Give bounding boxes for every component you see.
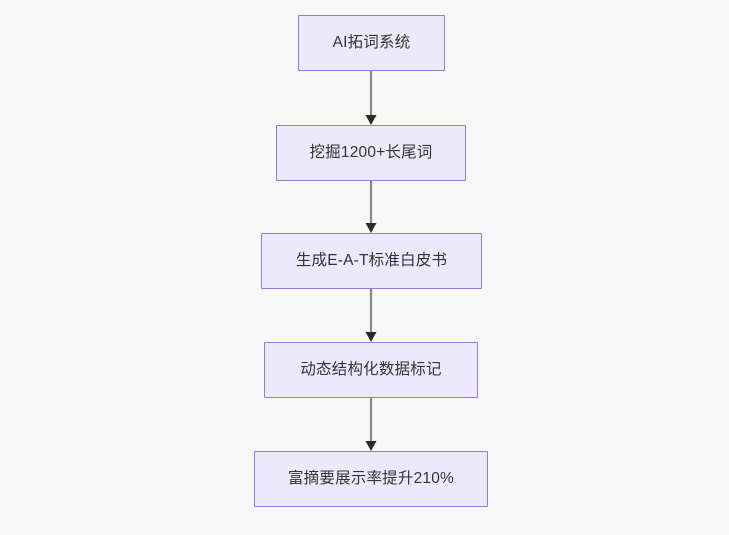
flow-node-rich-snippet-impression-lift[interactable]: 富摘要展示率提升210%: [254, 451, 488, 507]
edge-node2-to-node3: [365, 181, 377, 233]
edge-arrowhead: [365, 332, 377, 342]
flow-node-label: AI拓词系统: [332, 33, 411, 51]
flow-node-label: 富摘要展示率提升210%: [287, 469, 455, 487]
flow-node-label: 挖掘1200+长尾词: [309, 143, 433, 161]
edge-node3-to-node4: [365, 289, 377, 342]
edge-arrowhead: [365, 115, 377, 125]
flow-node-ai-keyword-expansion-system[interactable]: AI拓词系统: [298, 15, 445, 71]
edge-arrowhead: [365, 223, 377, 233]
flow-node-label: 动态结构化数据标记: [300, 360, 442, 378]
flow-node-label: 生成E-A-T标准白皮书: [295, 251, 448, 269]
edge-node1-to-node2: [365, 71, 377, 125]
flow-node-dynamic-structured-data-markup[interactable]: 动态结构化数据标记: [264, 342, 478, 398]
edge-node4-to-node5: [365, 398, 377, 451]
edge-arrowhead: [365, 441, 377, 451]
flow-node-generate-eat-whitepaper[interactable]: 生成E-A-T标准白皮书: [261, 233, 482, 289]
flow-node-mine-long-tail-keywords[interactable]: 挖掘1200+长尾词: [276, 125, 466, 181]
